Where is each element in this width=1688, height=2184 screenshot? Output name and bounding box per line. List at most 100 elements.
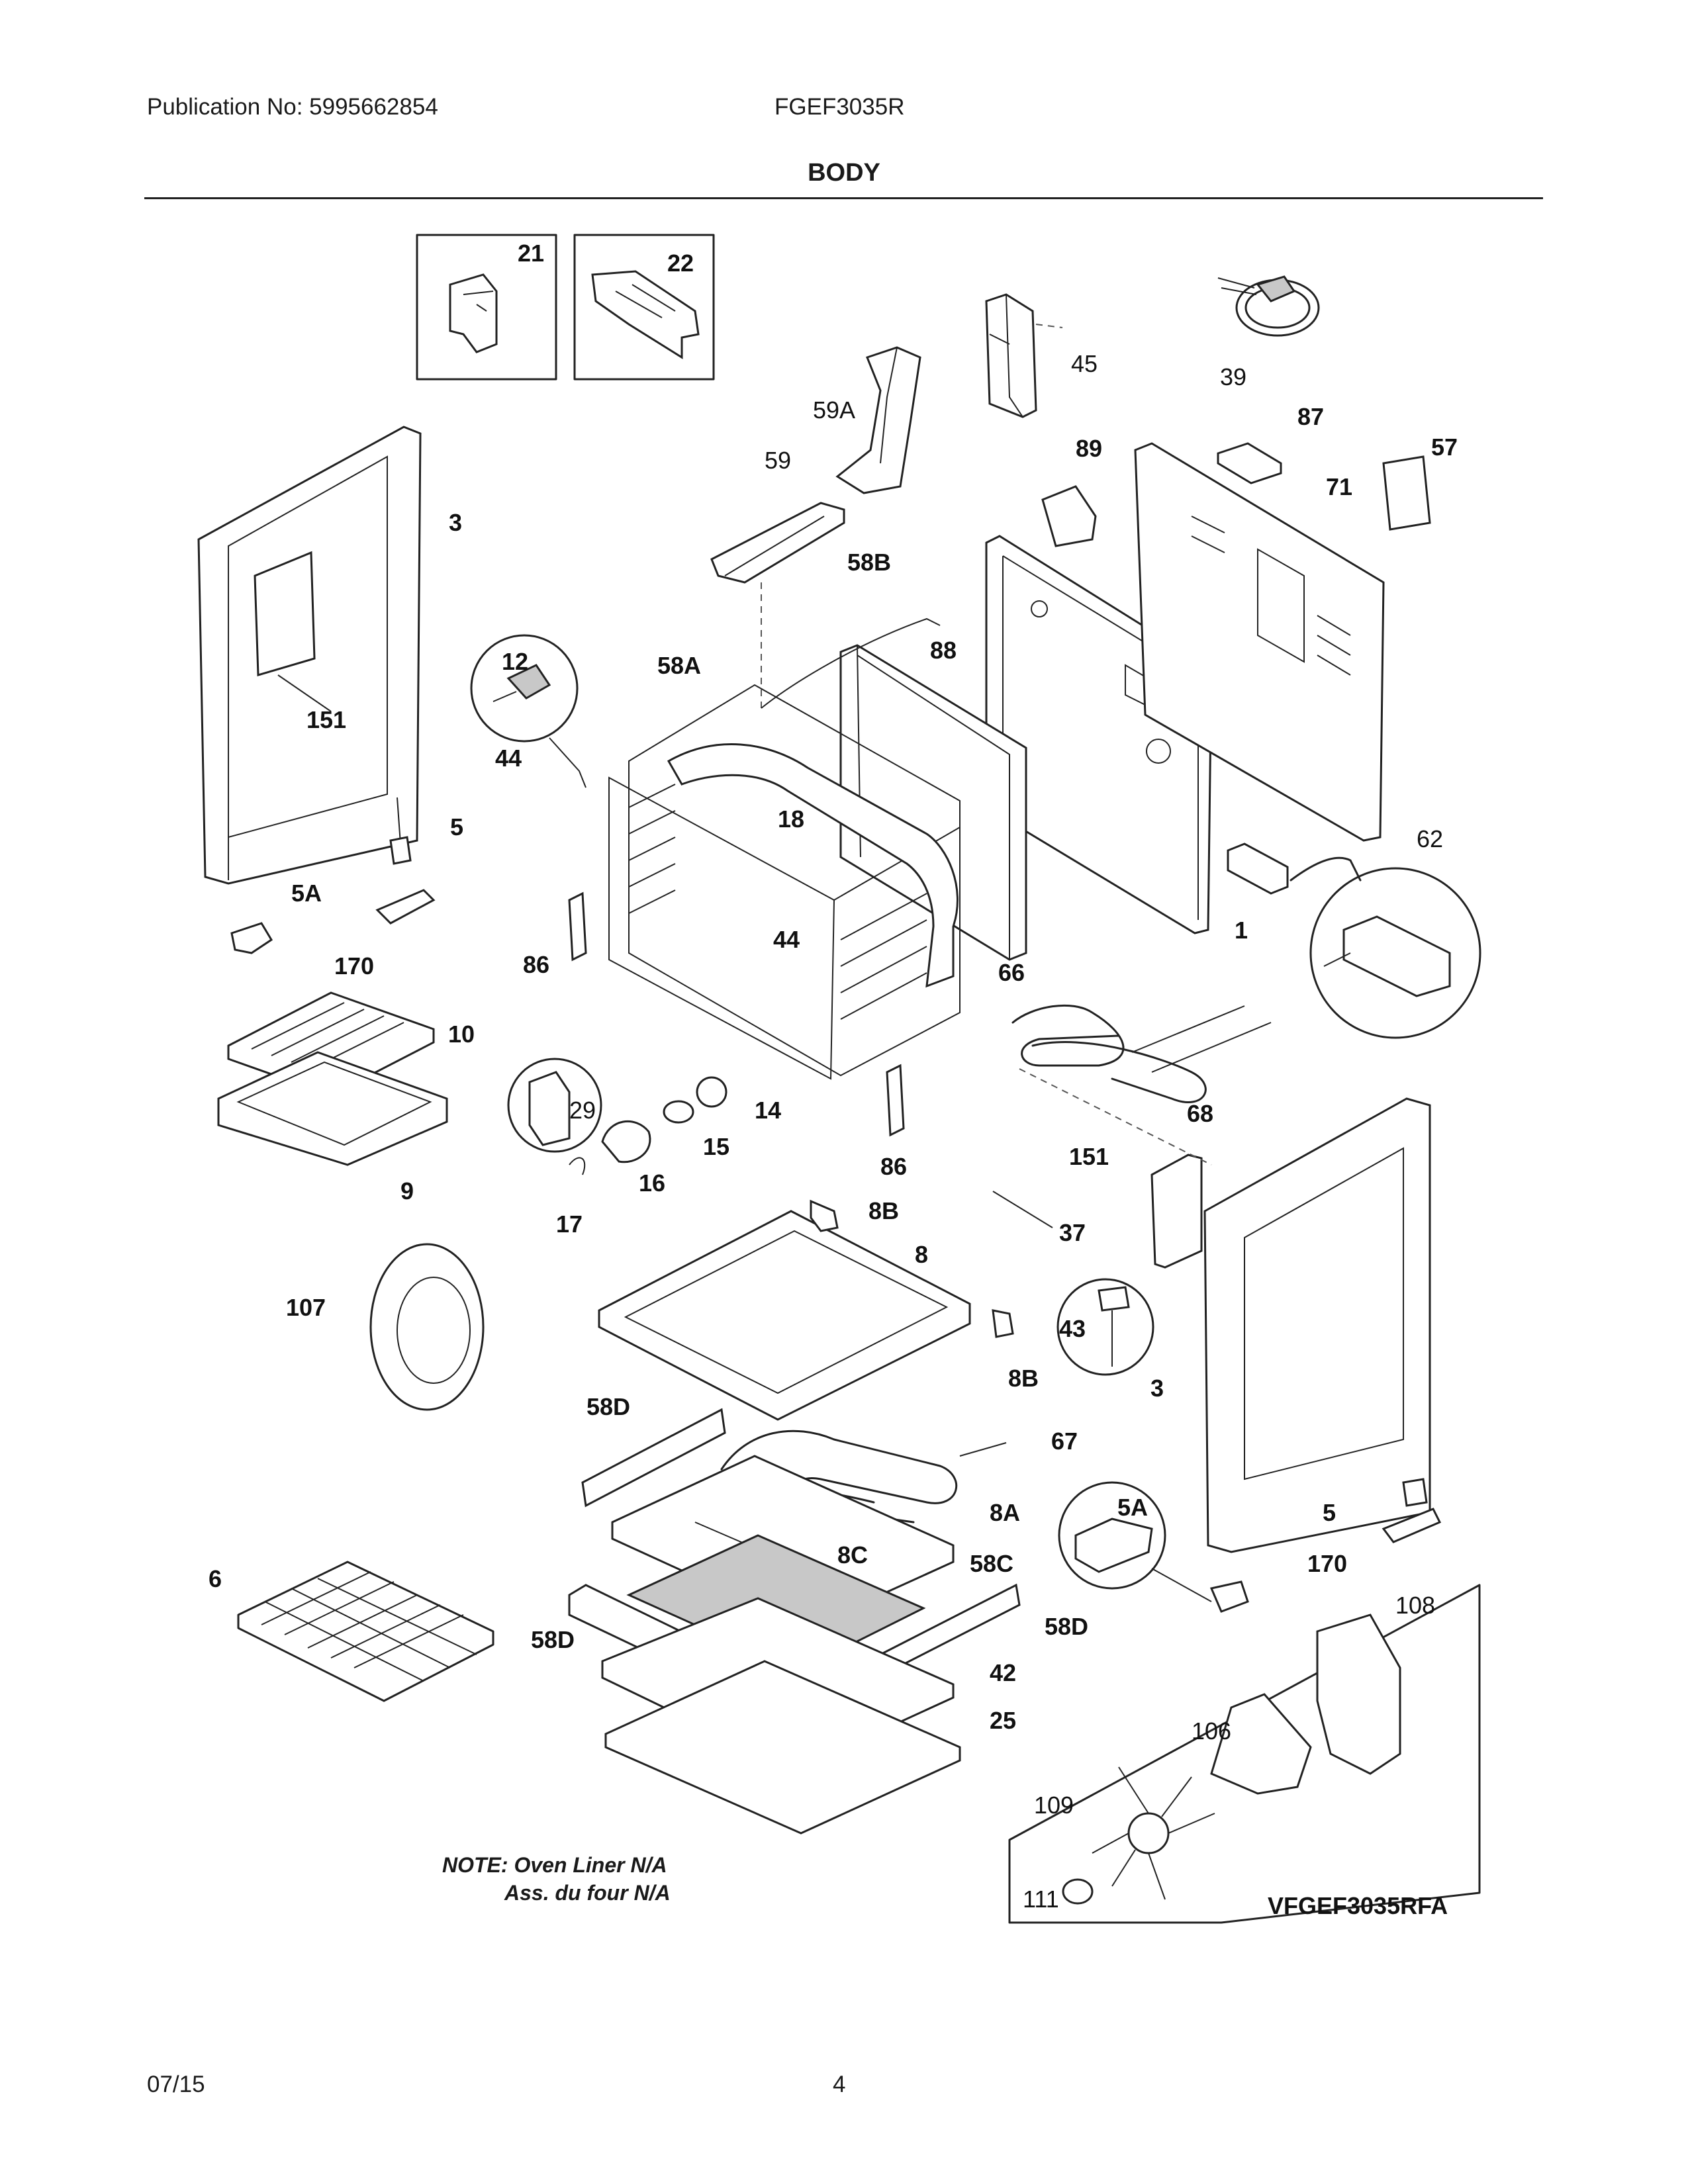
callout-label: 66: [998, 959, 1025, 986]
panel-25: [604, 1660, 961, 1835]
callout-label: 108: [1395, 1592, 1435, 1619]
bracket-86-left: [568, 891, 587, 962]
hinge-receiver-5-right: [1402, 1478, 1428, 1507]
model-number: FGEF3035R: [774, 94, 905, 120]
header-rule: [144, 197, 1543, 199]
note-line-1: NOTE: Oven Liner N/A: [442, 1853, 667, 1877]
oven-bottom-8: [598, 1210, 971, 1421]
hinge-170-left: [375, 889, 436, 925]
bracket-89: [1041, 485, 1097, 547]
oven-rack-6: [237, 1561, 494, 1702]
callout-label: 106: [1192, 1717, 1231, 1745]
callout-label: 25: [990, 1707, 1016, 1734]
bracket-87: [1217, 442, 1282, 484]
hinge-receiver-5-left: [389, 836, 412, 865]
callout-label: 86: [880, 1153, 907, 1180]
callout-label: 8: [915, 1241, 928, 1268]
hinge-5a-left: [230, 922, 273, 954]
callout-label: 107: [286, 1294, 326, 1321]
fan-cover-107: [369, 1243, 485, 1411]
lamp-lens-16: [601, 1120, 651, 1163]
callout-label: 10: [448, 1021, 475, 1048]
callout-label: 5: [450, 813, 463, 841]
lamp-bulb-15: [663, 1100, 694, 1124]
side-panel-right: [1203, 1097, 1431, 1553]
side-panel-left: [197, 426, 422, 885]
bracket-8b-top: [810, 1199, 839, 1232]
callout-label: 67: [1051, 1428, 1078, 1455]
callout-label: 8C: [837, 1541, 868, 1569]
callout-label: 57: [1431, 433, 1458, 461]
callout-label: 59A: [813, 396, 855, 424]
callout-label: 8B: [868, 1197, 899, 1224]
cover-57: [1382, 455, 1431, 531]
insulation-58d-top: [581, 1408, 726, 1508]
callout-label: 111: [1023, 1886, 1059, 1913]
wiring-harness-39: [1217, 275, 1320, 337]
callout-label: 8B: [1008, 1365, 1039, 1392]
callout-label: 15: [703, 1133, 729, 1160]
nut-111: [1062, 1878, 1094, 1905]
callout-label: 58A: [657, 652, 701, 679]
bracket-8b-bottom: [992, 1309, 1014, 1338]
callout-label: 170: [334, 952, 374, 979]
callout-label: 21: [518, 240, 544, 267]
callout-label: 39: [1220, 363, 1246, 390]
callout-label: 29: [569, 1097, 596, 1124]
callout-label: 151: [1069, 1143, 1109, 1170]
callout-label: 12: [502, 648, 528, 675]
callout-label: 5A: [1117, 1494, 1148, 1521]
callout-label: 44: [773, 926, 800, 953]
callout-label: 170: [1307, 1550, 1347, 1577]
callout-label: 109: [1034, 1792, 1074, 1819]
callout-label: 9: [400, 1177, 414, 1205]
callout-label: 18: [778, 805, 804, 833]
callout-label: 58C: [970, 1550, 1013, 1577]
callout-label: 89: [1076, 435, 1102, 462]
clip-17: [569, 1157, 586, 1175]
duct-59: [710, 502, 845, 584]
publication-number: Publication No: 5995662854: [147, 94, 438, 120]
screw-inset-43: [1056, 1278, 1154, 1376]
callout-label: 3: [1150, 1375, 1164, 1402]
inset-box-22: [573, 234, 715, 381]
lamp-inset-29: [507, 1058, 602, 1153]
callout-label: 71: [1326, 473, 1352, 500]
section-title: BODY: [808, 159, 880, 187]
callout-label: 58B: [847, 549, 891, 576]
callout-label: 22: [667, 250, 694, 277]
hinge-170-right: [1382, 1508, 1442, 1543]
callout-label: 42: [990, 1659, 1016, 1686]
callout-label: 1: [1235, 917, 1248, 944]
convection-fan-kit-box: [1008, 1584, 1481, 1924]
footer-date: 07/15: [147, 2071, 205, 2097]
callout-label: 59: [765, 447, 791, 474]
note-line-2: Ass. du four N/A: [504, 1881, 671, 1905]
bracket-151-right: [1150, 1154, 1203, 1269]
callout-label: 8A: [990, 1499, 1020, 1526]
lamp-socket-14: [696, 1076, 727, 1108]
bracket-86-right: [886, 1064, 905, 1137]
page-number: 4: [833, 2071, 846, 2097]
hinge-5a-right: [1209, 1580, 1249, 1613]
callout-label: 17: [556, 1210, 583, 1238]
callout-label: 3: [449, 509, 462, 536]
callout-label: 16: [639, 1169, 665, 1197]
duct-59a: [835, 346, 921, 494]
callout-label: 37: [1059, 1219, 1086, 1246]
callout-label: 58D: [586, 1393, 630, 1420]
callout-label: 68: [1187, 1100, 1213, 1127]
callout-label: 58D: [1045, 1613, 1088, 1640]
callout-label: 88: [930, 637, 957, 664]
callout-label: 151: [306, 706, 346, 733]
duct-45: [985, 293, 1063, 418]
back-cover-71: [1134, 442, 1385, 842]
hinge-inset-5a-right: [1058, 1481, 1212, 1602]
insulation-58b: [839, 644, 1027, 961]
sensor-inset-12: [470, 634, 586, 788]
broil-element-66: [1011, 1004, 1272, 1103]
callout-label: 62: [1417, 825, 1443, 852]
callout-label: 86: [523, 951, 549, 978]
inset-box-21: [416, 234, 557, 381]
